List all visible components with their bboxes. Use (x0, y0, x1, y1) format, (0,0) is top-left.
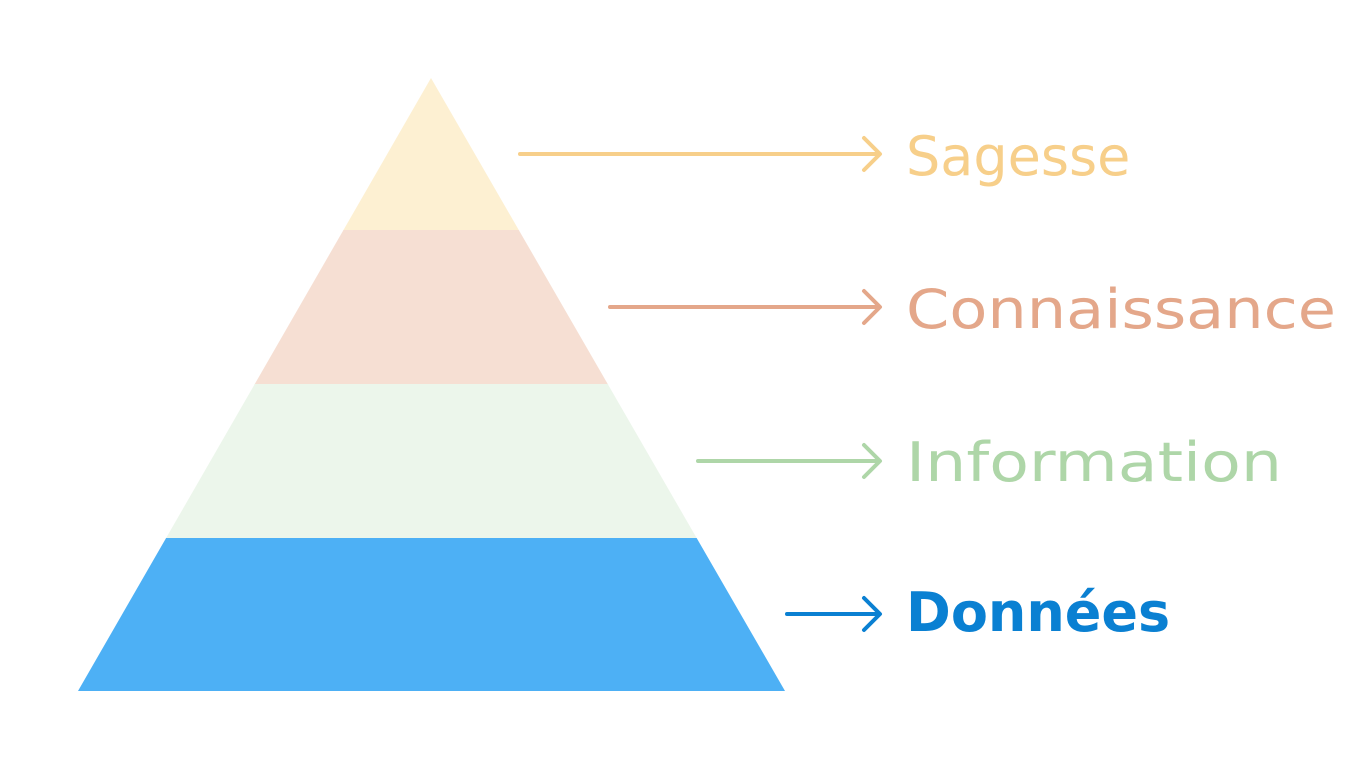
pyramid (78, 78, 785, 691)
level-label-information: Information (906, 431, 1282, 494)
level-label-wisdom: Sagesse (906, 125, 1130, 188)
level-label-data: Données (906, 581, 1170, 644)
connector-arrow-knowledge (608, 289, 882, 325)
connector-arrow-information (696, 443, 882, 479)
level-label-knowledge: Connaissance (906, 278, 1336, 341)
pyramid-band-data (78, 538, 785, 691)
pyramid-band-wisdom (78, 78, 785, 231)
connector-arrow-data (785, 596, 882, 632)
connector-arrow-wisdom (518, 136, 882, 172)
